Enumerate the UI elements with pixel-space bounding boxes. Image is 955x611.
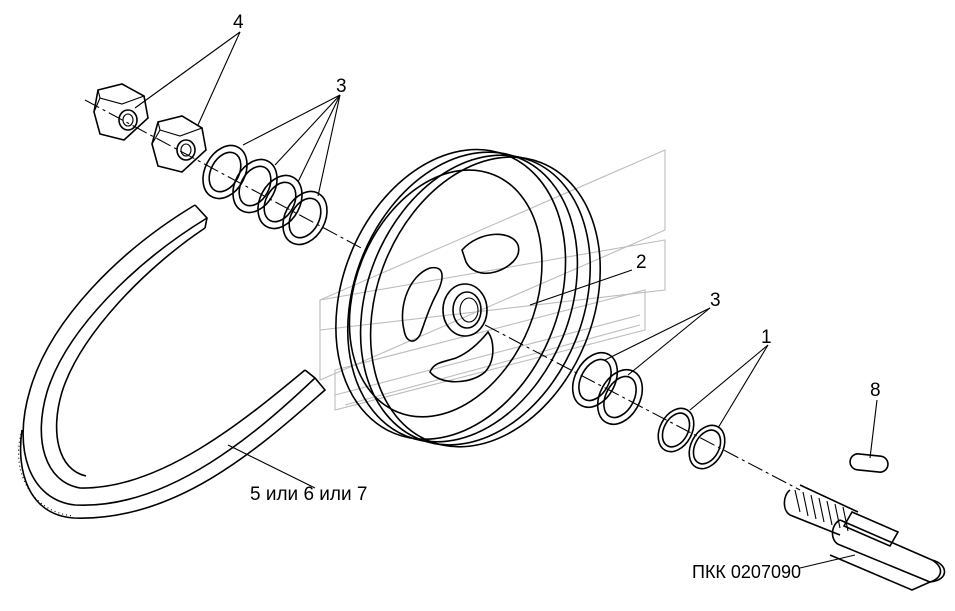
callout-1: 1	[761, 327, 772, 348]
callout-3-top: 3	[336, 76, 347, 97]
belt-label: 5 или 6 или 7	[250, 484, 367, 505]
pulley-slots	[401, 233, 520, 383]
callout-2: 2	[636, 252, 647, 273]
hex-nut-1	[93, 83, 149, 141]
key	[849, 453, 889, 473]
axle	[783, 484, 946, 591]
hex-nut-2	[151, 115, 207, 173]
callout-3-mid: 3	[710, 290, 721, 311]
pulley	[335, 148, 602, 448]
watermark	[319, 149, 666, 411]
pulley-hub	[442, 283, 488, 337]
callout-8: 8	[870, 380, 881, 401]
v-belt	[18, 204, 327, 519]
washers-upper	[202, 144, 328, 246]
washers-lower	[571, 351, 644, 426]
explode-axis	[84, 99, 801, 491]
leader-lines	[134, 31, 878, 569]
lock-nuts	[93, 83, 207, 173]
callout-4: 4	[233, 12, 244, 33]
drawing-code: ПКК 0207090	[692, 562, 801, 582]
rings	[657, 407, 726, 470]
